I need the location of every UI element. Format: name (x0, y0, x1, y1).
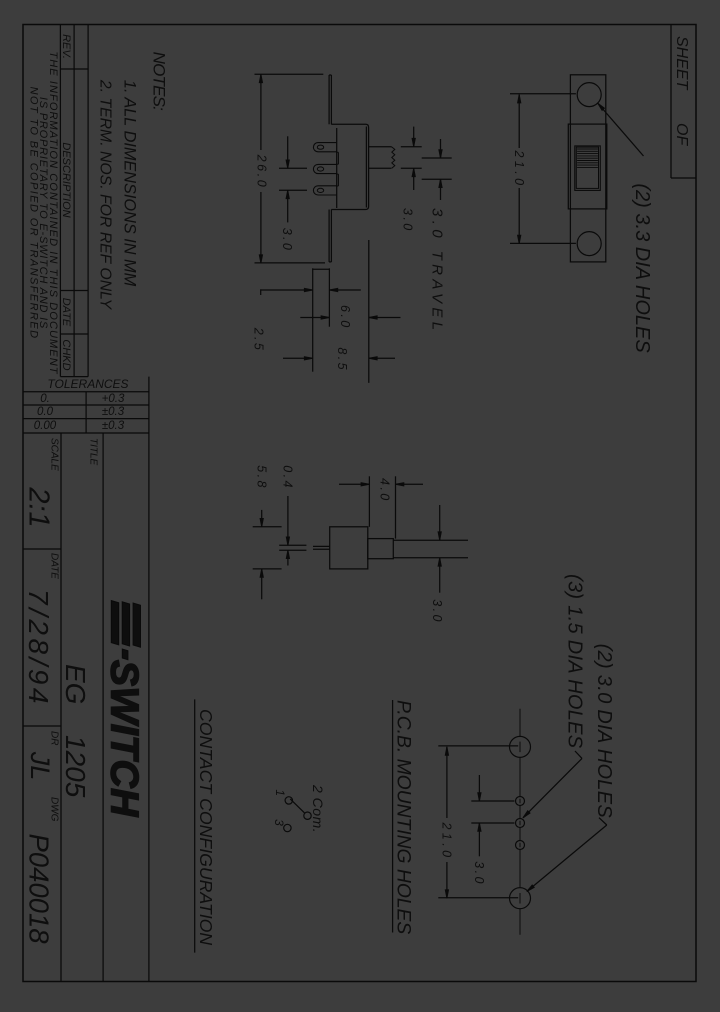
svg-text:0.: 0. (40, 393, 50, 405)
svg-text:0.4: 0.4 (281, 465, 295, 490)
svg-text:SHEET: SHEET (673, 36, 690, 91)
svg-text:THE INFORMATION CONTAINED IN T: THE INFORMATION CONTAINED IN THIS DOCUME… (47, 51, 59, 374)
svg-text:3.0 TRAVEL: 3.0 TRAVEL (429, 208, 446, 335)
svg-text:(3) 1.5 DIA HOLES: (3) 1.5 DIA HOLES (564, 574, 586, 749)
svg-text:2. TERM. NOS. FOR REF ONLY: 2. TERM. NOS. FOR REF ONLY (96, 79, 113, 311)
svg-text:4.0: 4.0 (378, 478, 392, 503)
svg-text:3.0: 3.0 (401, 208, 415, 233)
svg-text:21.0: 21.0 (512, 150, 526, 189)
svg-text:DATE: DATE (49, 553, 60, 579)
svg-text:DR: DR (49, 731, 60, 745)
svg-text:IS PROPRIETARY TO E-SWITCH AND: IS PROPRIETARY TO E-SWITCH AND IS (37, 97, 49, 329)
svg-text:SWITCH: SWITCH (103, 660, 146, 817)
svg-text:1: 1 (273, 789, 287, 796)
svg-text:2 Com.: 2 Com. (310, 784, 326, 833)
svg-text:P.C.B. MOUNTING HOLES: P.C.B. MOUNTING HOLES (393, 700, 414, 934)
svg-text:TOLERANCES: TOLERANCES (47, 377, 128, 391)
svg-text:7/28/94: 7/28/94 (23, 589, 54, 707)
svg-text:(2) 3.0 DIA HOLES: (2) 3.0 DIA HOLES (593, 644, 615, 819)
svg-text:DATE: DATE (60, 298, 72, 327)
svg-text:EG: EG (60, 664, 91, 704)
svg-text:DWG: DWG (49, 797, 60, 822)
svg-text:2:1: 2:1 (23, 486, 55, 527)
svg-text:(2) 3.3 DIA HOLES: (2) 3.3 DIA HOLES (631, 183, 653, 353)
svg-text:6.0: 6.0 (338, 305, 352, 330)
svg-text:SCALE: SCALE (49, 438, 60, 471)
svg-text:TITLE: TITLE (88, 438, 99, 466)
svg-text:3.0: 3.0 (430, 599, 444, 624)
svg-text:CONTACT CONFIGURATION: CONTACT CONFIGURATION (196, 709, 216, 945)
svg-text:2.5: 2.5 (252, 327, 266, 353)
svg-text:21.0: 21.0 (440, 822, 454, 861)
svg-text:3.0: 3.0 (280, 228, 294, 253)
svg-text:DESCRIPTION: DESCRIPTION (60, 142, 72, 217)
svg-text:OF: OF (673, 123, 690, 146)
svg-text:1205: 1205 (60, 735, 91, 798)
svg-text:NOT TO BE COPIED OR TRANSFERRE: NOT TO BE COPIED OR TRANSFERRED (28, 87, 40, 340)
svg-text:P040018: P040018 (24, 833, 55, 944)
svg-text:0.0: 0.0 (37, 406, 54, 418)
svg-text:5.8: 5.8 (255, 465, 269, 490)
svg-text:CHKD: CHKD (60, 339, 72, 370)
svg-text:3: 3 (272, 819, 286, 826)
svg-text:NOTES:: NOTES: (150, 52, 169, 112)
svg-text:±0.3: ±0.3 (102, 406, 125, 418)
svg-text:1. ALL DIMENSIONS IN MM: 1. ALL DIMENSIONS IN MM (121, 80, 139, 287)
svg-text:26.0: 26.0 (254, 154, 268, 190)
svg-text:0.00: 0.00 (34, 420, 57, 432)
svg-text:JL: JL (25, 751, 55, 781)
svg-text:8.5: 8.5 (335, 347, 349, 372)
svg-text:3.0: 3.0 (472, 861, 486, 886)
svg-text:±0.3: ±0.3 (102, 420, 125, 432)
svg-text:REV.: REV. (60, 34, 72, 59)
svg-text:+0.3: +0.3 (102, 393, 125, 405)
